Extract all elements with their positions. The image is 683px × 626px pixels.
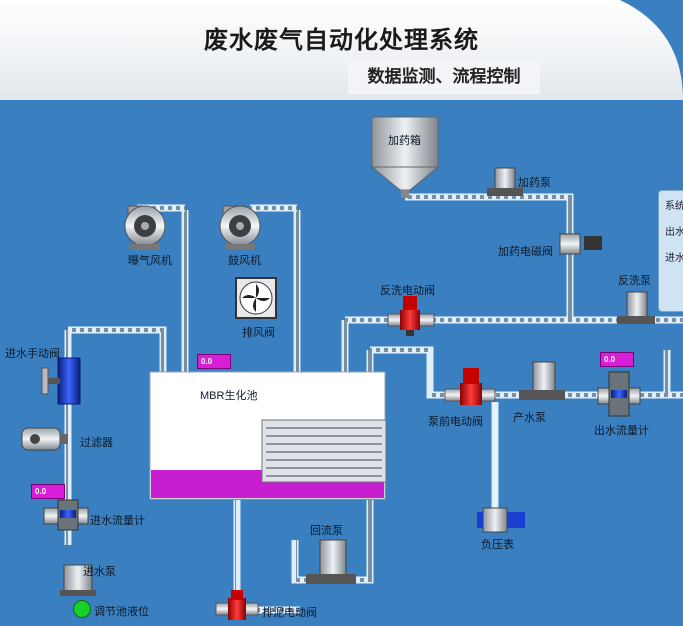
backwash-pump-graphic: [617, 291, 655, 324]
inlet-pump-graphic: [60, 564, 96, 596]
manual-valve-graphic: [41, 357, 81, 405]
dosing-tank-label: 加药箱: [388, 135, 421, 147]
page-title: 废水废气自动化处理系统: [204, 27, 479, 54]
mbr-level-readout: 0.0: [197, 354, 231, 369]
side-panel[interactable]: 系统 出水 进水: [658, 190, 683, 312]
exhaust-valve-label: 排风阀: [242, 327, 275, 339]
dosing-pump-label: 加药泵: [518, 177, 551, 189]
reg-tank-level-label: 调节池液位: [94, 606, 149, 618]
aeration-fan-graphic: [124, 205, 166, 250]
side-panel-item[interactable]: 系统: [665, 201, 683, 212]
inlet-flow-readout: 0.0: [31, 484, 65, 499]
inlet-flowmeter-graphic: [43, 499, 89, 531]
side-panel-item[interactable]: 出水: [665, 227, 683, 238]
sludge-valve-label: 排泥电动阀: [262, 607, 317, 619]
reg-tank-level-indicator: [73, 600, 91, 618]
blower-graphic: [219, 205, 261, 250]
blower-label: 鼓风机: [228, 255, 261, 267]
vacuum-gauge-graphic: [477, 507, 525, 533]
dosing-valve-graphic: [559, 233, 602, 255]
inlet-flowmeter-label: 进水流量计: [90, 515, 145, 527]
dosing-valve-label: 加药电磁阀: [498, 246, 553, 258]
outlet-flowmeter-label: 出水流量计: [594, 425, 649, 437]
exhaust-fan-graphic: [235, 277, 277, 319]
filter-graphic: [21, 427, 68, 451]
backwash-valve-graphic: [387, 296, 435, 336]
return-pump-label: 回流泵: [310, 525, 343, 537]
side-panel-item[interactable]: 进水: [665, 253, 683, 264]
product-pump-graphic: [519, 361, 565, 400]
inlet-pump-label: 进水泵: [83, 566, 116, 578]
dosing-pump-graphic: [487, 167, 523, 196]
filter-label: 过滤器: [80, 437, 113, 449]
outlet-flow-readout: 0.0: [600, 352, 634, 367]
product-pump-label: 产水泵: [513, 412, 546, 424]
front-valve-label: 泵前电动阀: [428, 416, 483, 428]
vacuum-gauge-label: 负压表: [481, 539, 514, 551]
outlet-flowmeter-graphic: [597, 371, 641, 417]
aeration-fan-label: 曝气风机: [128, 255, 172, 267]
page-subtitle: 数据监测、流程控制: [348, 60, 540, 94]
manual-inlet-valve-label: 进水手动阀: [5, 348, 60, 360]
mbr-tank-label: MBR生化池: [200, 390, 258, 402]
front-valve-graphic: [444, 368, 496, 405]
backwash-pump-label: 反洗泵: [618, 275, 651, 287]
return-pump-graphic: [306, 539, 356, 584]
dosing-tank: [370, 116, 440, 198]
sludge-valve-graphic: [215, 590, 259, 620]
mbr-tank: [149, 371, 387, 500]
backwash-valve-label: 反洗电动阀: [380, 285, 435, 297]
